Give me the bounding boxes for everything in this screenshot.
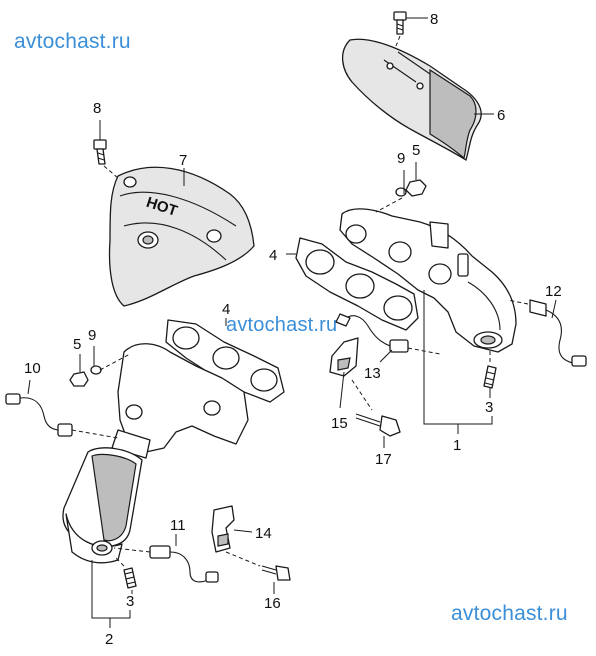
heat-shield-left[interactable]: HOT <box>108 166 255 307</box>
callout-4-right: 4 <box>269 247 277 264</box>
bolt-upper[interactable] <box>393 11 407 35</box>
callout-17: 17 <box>375 451 392 468</box>
bolt-lower[interactable] <box>261 565 291 581</box>
callout-8-left: 8 <box>93 100 101 117</box>
callout-labels: 8 6 8 7 9 5 4 12 4 9 5 10 13 3 15 1 17 1… <box>24 11 562 648</box>
callout-5-right: 5 <box>412 142 420 159</box>
exhaust-manifold-right[interactable] <box>339 208 517 353</box>
callout-12: 12 <box>545 283 562 300</box>
callout-3-right: 3 <box>485 399 493 416</box>
stud-left[interactable] <box>123 567 137 589</box>
manifold-catalytic-left[interactable] <box>62 343 249 564</box>
stud-right[interactable] <box>483 365 497 389</box>
heat-shield-upper-right[interactable] <box>342 38 482 162</box>
callout-11: 11 <box>170 517 186 534</box>
oxygen-sensor-rear[interactable] <box>507 299 587 367</box>
callout-2: 2 <box>105 631 113 648</box>
callout-4-left: 4 <box>222 301 230 318</box>
leader-lines <box>27 113 557 628</box>
callout-9-right: 9 <box>397 150 405 167</box>
oxygen-sensor-left[interactable] <box>5 393 119 439</box>
callout-1: 1 <box>453 437 461 454</box>
nut-right[interactable] <box>405 179 427 197</box>
callout-10: 10 <box>24 360 41 377</box>
callout-5-left: 5 <box>73 336 81 353</box>
callout-13: 13 <box>364 365 381 382</box>
gasket-right[interactable] <box>295 237 419 331</box>
watermark-bottom: avtochast.ru <box>451 602 568 625</box>
callout-9-left: 9 <box>88 327 96 344</box>
callout-15: 15 <box>331 415 348 432</box>
bracket-right[interactable] <box>329 337 359 377</box>
watermark-middle: avtochast.ru <box>226 314 338 336</box>
washer-left[interactable] <box>90 365 102 375</box>
callout-14: 14 <box>255 525 272 542</box>
oxygen-sensor-front-upper[interactable] <box>335 313 441 355</box>
callout-8-top: 8 <box>430 11 438 28</box>
callout-7: 7 <box>179 152 187 169</box>
callout-3-left: 3 <box>126 593 134 610</box>
oxygen-sensor-lower[interactable] <box>113 545 219 583</box>
callout-6: 6 <box>497 107 505 124</box>
nut-left[interactable] <box>69 371 89 387</box>
bracket-left[interactable] <box>211 505 235 553</box>
watermark-top: avtochast.ru <box>14 30 131 53</box>
callout-16: 16 <box>264 595 281 612</box>
gasket-left[interactable] <box>165 319 285 403</box>
bolt-bracket[interactable] <box>355 413 401 437</box>
bolt-left[interactable] <box>93 139 107 165</box>
